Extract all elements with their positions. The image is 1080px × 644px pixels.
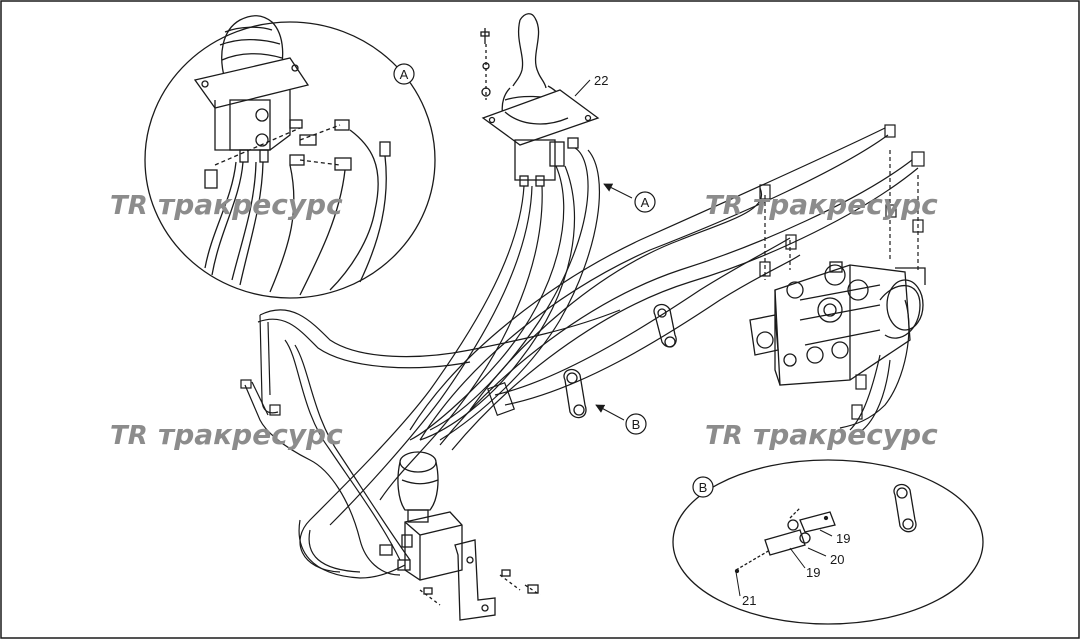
watermark-2: TR тракресурс xyxy=(705,188,938,221)
control-valve-bank xyxy=(749,261,926,386)
part-label-19-lower: 19 xyxy=(806,565,820,580)
svg-text:тракресурс: тракресурс xyxy=(158,188,343,221)
part-label-21: 21 xyxy=(742,593,756,608)
part-label-22: 22 xyxy=(594,73,608,88)
detail-b-view xyxy=(672,459,984,625)
joystick-assembly xyxy=(480,13,600,187)
accumulator-assembly xyxy=(379,451,541,621)
svg-text:A: A xyxy=(641,195,650,210)
svg-text:тракресурс: тракресурс xyxy=(753,418,938,451)
part-label-19-upper: 19 xyxy=(836,531,850,546)
watermark-4: TR тракресурс xyxy=(705,418,938,451)
detail-a-marker: A xyxy=(393,63,415,85)
watermark-group: TR тракресурс TR тракресурс TR тракресур… xyxy=(110,188,938,451)
svg-text:TR: TR xyxy=(705,421,743,451)
svg-text:TR: TR xyxy=(110,421,148,451)
svg-text:тракресурс: тракресурс xyxy=(158,418,343,451)
part-label-20: 20 xyxy=(830,552,844,567)
svg-text:тракресурс: тракресурс xyxy=(753,188,938,221)
svg-text:B: B xyxy=(699,480,708,495)
detail-b-marker: B xyxy=(692,476,714,498)
callouts: A B A B 22 19 20 19 21 xyxy=(393,63,850,608)
ref-a-marker: A xyxy=(634,191,656,213)
svg-text:TR: TR xyxy=(110,191,148,221)
svg-text:B: B xyxy=(632,417,641,432)
watermark-3: TR тракресурс xyxy=(110,418,343,451)
detail-a-view xyxy=(144,15,436,299)
svg-text:TR: TR xyxy=(705,191,743,221)
clamp-parts xyxy=(563,303,917,533)
ref-b-marker: B xyxy=(625,413,647,435)
svg-text:A: A xyxy=(400,67,409,82)
leader-lines xyxy=(574,79,833,597)
watermark-1: TR тракресурс xyxy=(110,188,343,221)
hose-bundle xyxy=(240,124,925,579)
